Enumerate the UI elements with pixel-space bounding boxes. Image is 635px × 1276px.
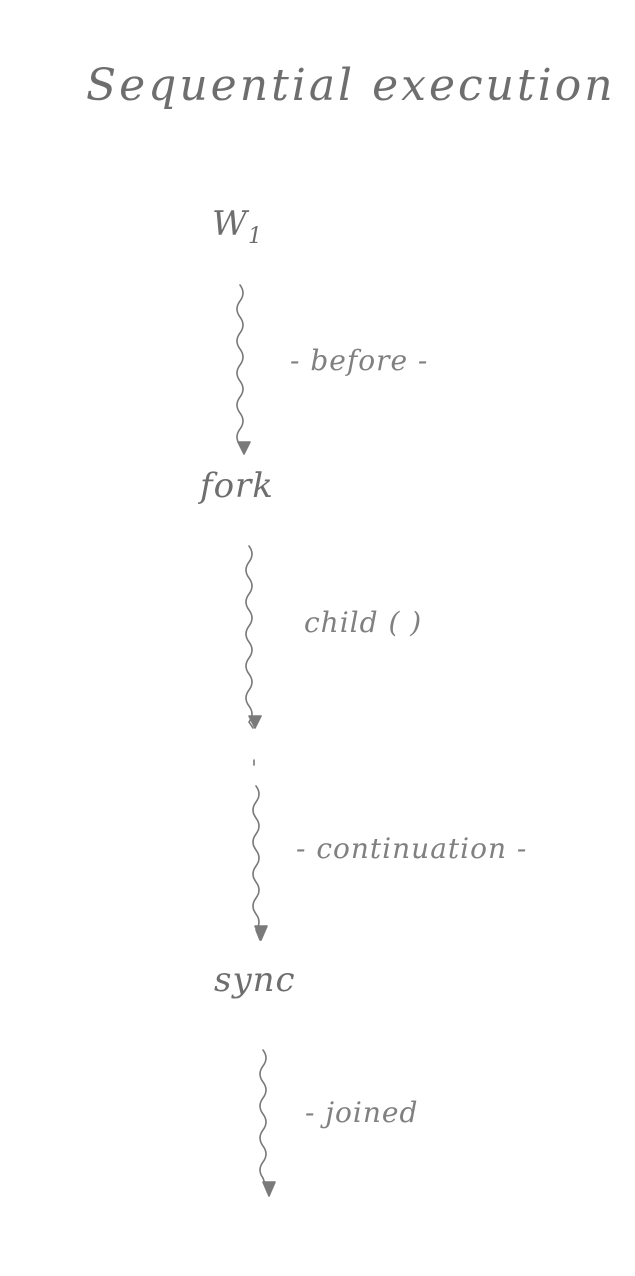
- arrowhead-joined: [262, 1181, 276, 1197]
- wavy-arrow-child: [245, 545, 254, 729]
- node-w1-subscript: 1: [247, 223, 263, 249]
- wavy-arrow-before: [236, 284, 245, 454]
- node-w1: W1: [212, 204, 263, 249]
- diagram-title: Sequential execution: [86, 60, 616, 111]
- arrowhead-child: [248, 715, 262, 729]
- node-w1-base: W: [212, 204, 248, 244]
- segment-label-continuation: - continuation -: [296, 832, 528, 865]
- wavy-arrow-continuation: [252, 785, 261, 941]
- segment-label-child: child ( ): [304, 606, 423, 639]
- wavy-arrow-joined: [259, 1049, 268, 1191]
- arrowhead-before: [237, 441, 251, 455]
- node-fork: fork: [200, 466, 274, 506]
- node-sync: sync: [214, 960, 296, 1000]
- arrowhead-continuation: [254, 925, 268, 941]
- segment-label-joined: - joined: [305, 1096, 419, 1129]
- segment-label-before: - before -: [290, 344, 429, 377]
